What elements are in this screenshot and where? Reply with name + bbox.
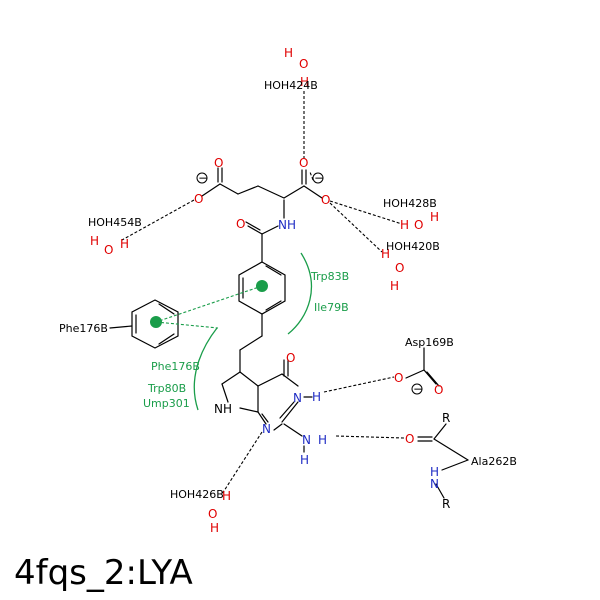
charge-left: − [198,171,208,185]
pi-stacking [150,280,268,329]
ala262-r1: R [442,411,450,425]
label-hoh428: HOH428B [383,197,437,210]
water-454-o: O [104,243,113,257]
label-hoh454: HOH454B [88,216,142,229]
label-asp169: Asp169B [405,336,454,349]
amide-o: O [236,217,245,231]
diagram-title: 4fqs_2:LYA [14,553,193,593]
amino-h1: H [318,433,327,447]
amino-n: N [302,433,311,447]
hydrophobic-contacts [193,252,312,411]
water-424-o: O [299,57,308,71]
water-428-h1: H [400,218,409,232]
charge-asp: − [413,382,423,396]
phe176-ring-centroid [150,316,162,328]
carboxylate-right-o1: O [299,156,308,170]
asp169-sidechain [405,347,440,387]
water-454-h1: H [90,234,99,248]
ligand-ring-centroid [256,280,268,292]
label-ump301: Ump301 [143,397,190,410]
label-ala262: Ala262B [471,455,517,468]
asp169-o1: O [394,371,403,385]
atom-labels: H O H O O − O O − NH O H O H H O H H O H… [90,46,450,535]
water-426-h1: H [222,489,231,503]
charge-right-icon [312,172,324,184]
label-trp80: Trp80B [147,382,186,395]
phe176-ring [109,299,179,349]
water-420-h2: H [390,279,399,293]
keto-o: O [286,351,295,365]
asp169-o2: O [434,383,443,397]
water-424-h1: H [284,46,293,60]
charge-left-icon [196,172,208,184]
ring-n1: N [262,422,271,436]
water-420-o: O [395,261,404,275]
water-420-h1: H [381,247,390,261]
ala262-h: H [430,465,439,479]
residue-labels: HOH424B HOH428B HOH420B HOH454B HOH426B … [59,79,517,501]
amino-h2: H [300,453,309,467]
water-426-o: O [208,507,217,521]
carboxylate-right-o2: O [321,193,330,207]
ligand-bonds [201,167,323,453]
amide-nh: NH [278,218,296,232]
label-hoh424: HOH424B [264,79,318,92]
water-428-o: O [414,218,423,232]
water-454-h2: H [120,237,129,251]
label-phe176-stack: Phe176B [59,322,108,335]
hydrogen-bonds [121,91,405,495]
carboxylate-left-o1: O [214,156,223,170]
ring-n3-h: H [312,390,321,404]
label-hoh420: HOH420B [386,240,440,253]
ala262-r2: R [442,497,450,511]
label-trp83: Trp83B [310,270,349,283]
pyrrole-nh: NH [214,402,232,416]
water-426-h2: H [210,521,219,535]
label-ile79: Ile79B [314,301,349,314]
carboxylate-left-o2: O [194,192,203,206]
water-424-h2: H [300,75,309,89]
label-hoh426: HOH426B [170,488,224,501]
ala262-o: O [405,432,414,446]
charge-asp-icon [411,383,423,395]
water-428-h2: H [430,210,439,224]
ring-n3: N [293,391,302,405]
label-phe176-hyd: Phe176B [151,360,200,373]
ala262-n: N [430,477,439,491]
ala262-backbone [417,423,469,499]
charge-right: − [314,171,324,185]
